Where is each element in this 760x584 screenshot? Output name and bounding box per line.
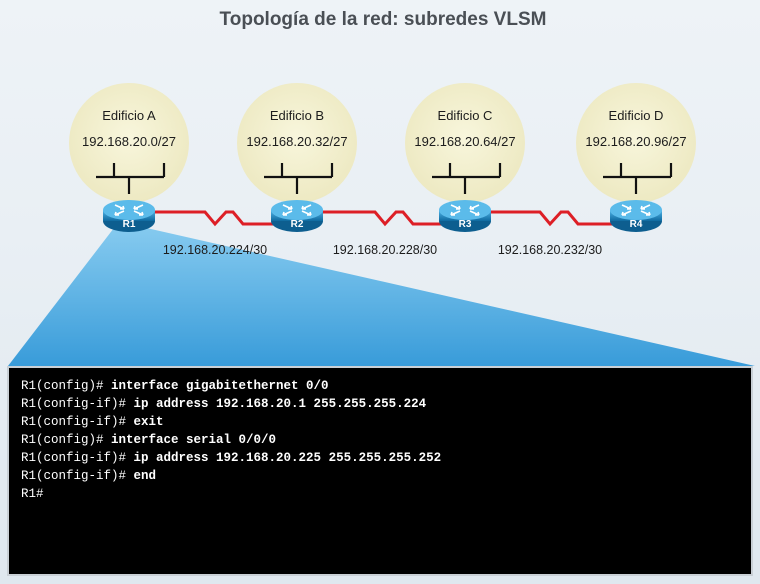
building-c-network: 192.168.20.64/27 — [414, 134, 515, 149]
lan-segment-icon — [603, 163, 673, 194]
terminal-prompt: R1(config)# — [21, 433, 104, 447]
building-c: Edificio C 192.168.20.64/27 — [405, 83, 525, 203]
building-a-circle — [69, 83, 189, 203]
building-a-name: Edificio A — [102, 108, 156, 123]
cli-terminal[interactable]: R1(config)# interface gigabitethernet 0/… — [7, 366, 753, 576]
router-label: R3 — [459, 219, 472, 230]
serial-link-r2-r3 — [320, 210, 442, 227]
serial-link-3-network: 192.168.20.232/30 — [498, 243, 602, 257]
router-icon — [271, 200, 323, 232]
terminal-prompt: R1(config-if)# — [21, 451, 127, 465]
building-d-circle — [576, 83, 696, 203]
terminal-command: interface serial 0/0/0 — [103, 433, 277, 447]
building-a-network: 192.168.20.0/27 — [82, 134, 176, 149]
building-c-name: Edificio C — [438, 108, 493, 123]
router-icon — [103, 200, 155, 232]
terminal-prompt: R1# — [21, 487, 44, 501]
terminal-prompt: R1(config-if)# — [21, 469, 127, 483]
router-label: R2 — [291, 219, 304, 230]
lan-segment-icon — [96, 163, 166, 194]
building-c-circle — [405, 83, 525, 203]
building-b: Edificio B 192.168.20.32/27 — [237, 83, 357, 203]
router-r2[interactable]: R2 — [271, 200, 323, 232]
terminal-line: R1(config-if)# end — [21, 467, 739, 485]
building-d-network: 192.168.20.96/27 — [585, 134, 686, 149]
serial-link-r3-r4 — [488, 210, 613, 227]
router-label: R1 — [123, 219, 136, 230]
building-a: Edificio A 192.168.20.0/27 — [69, 83, 189, 203]
terminal-prompt: R1(config-if)# — [21, 397, 127, 411]
router-icon — [439, 200, 491, 232]
serial-link-1-network: 192.168.20.224/30 — [163, 243, 267, 257]
router-r4[interactable]: R4 — [610, 200, 662, 232]
terminal-command: interface gigabitethernet 0/0 — [103, 379, 329, 393]
terminal-line: R1(config)# interface serial 0/0/0 — [21, 431, 739, 449]
building-d-name: Edificio D — [609, 108, 664, 123]
serial-link-r1-r2 — [152, 210, 274, 227]
terminal-line: R1(config)# interface gigabitethernet 0/… — [21, 377, 739, 395]
terminal-line: R1(config-if)# ip address 192.168.20.225… — [21, 449, 739, 467]
router-r1[interactable]: R1 — [103, 200, 155, 232]
building-b-name: Edificio B — [270, 108, 324, 123]
building-b-circle — [237, 83, 357, 203]
terminal-command: exit — [126, 415, 164, 429]
lan-segment-icon — [264, 163, 334, 194]
building-d: Edificio D 192.168.20.96/27 — [576, 83, 696, 203]
lan-segment-icon — [432, 163, 502, 194]
serial-link-2-network: 192.168.20.228/30 — [333, 243, 437, 257]
terminal-line: R1# — [21, 485, 739, 503]
router-icon — [610, 200, 662, 232]
terminal-line: R1(config-if)# exit — [21, 413, 739, 431]
building-b-network: 192.168.20.32/27 — [246, 134, 347, 149]
terminal-prompt: R1(config)# — [21, 379, 104, 393]
terminal-prompt: R1(config-if)# — [21, 415, 127, 429]
terminal-command: ip address 192.168.20.225 255.255.255.25… — [126, 451, 442, 465]
callout-wedge — [8, 224, 755, 366]
router-label: R4 — [630, 219, 643, 230]
router-r3[interactable]: R3 — [439, 200, 491, 232]
diagram-title: Topología de la red: subredes VLSM — [220, 9, 547, 30]
terminal-line: R1(config-if)# ip address 192.168.20.1 2… — [21, 395, 739, 413]
terminal-command: end — [126, 469, 157, 483]
terminal-command: ip address 192.168.20.1 255.255.255.224 — [126, 397, 427, 411]
